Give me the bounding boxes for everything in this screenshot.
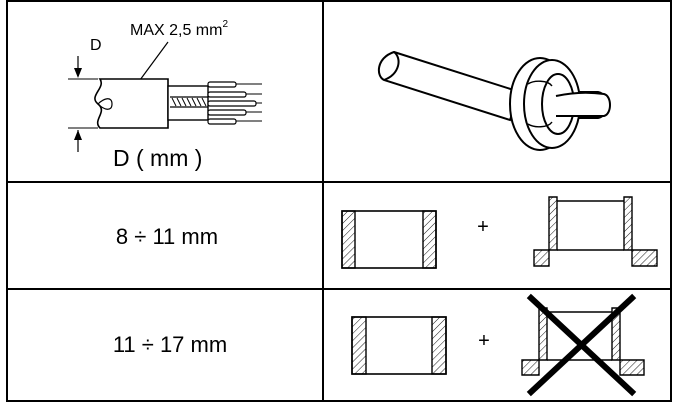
seal-ring-icon xyxy=(341,210,437,269)
not-allowed-cross-icon xyxy=(526,293,637,397)
table-grid xyxy=(6,0,672,402)
range-label-row-2: 11 ÷ 17 mm xyxy=(113,332,227,357)
flanged-bushing-icon xyxy=(533,196,658,267)
plus-sign-row-1: + xyxy=(477,216,489,238)
diameter-label: D ( mm ) xyxy=(113,145,202,171)
range-label-row-1: 8 ÷ 11 mm xyxy=(116,224,218,249)
max-section-label: MAX 2,5 mm2 xyxy=(130,19,228,39)
dimension-label: D xyxy=(90,37,102,54)
cable-section-diagram: D MAX 2,5 mm2 xyxy=(68,19,262,171)
plus-sign-row-2: + xyxy=(478,330,490,352)
seal-ring-icon xyxy=(351,316,447,375)
cable-gland-illustration-icon xyxy=(377,50,611,151)
